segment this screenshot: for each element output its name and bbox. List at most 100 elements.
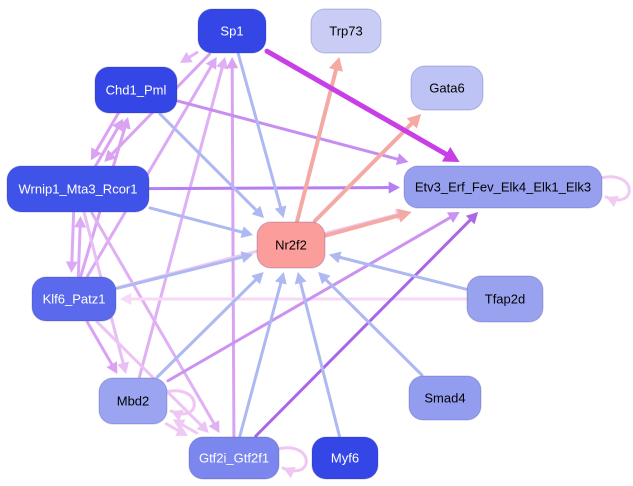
- edge-tfap2d-nr2f2: [334, 254, 468, 291]
- arrowhead: [396, 208, 412, 223]
- arrowhead: [406, 114, 422, 129]
- edge-chd1-etv3: [176, 99, 404, 162]
- arrowhead: [329, 251, 342, 264]
- arrowhead: [90, 147, 102, 161]
- arrowhead: [65, 261, 78, 273]
- node-gata6[interactable]: Gata6: [410, 65, 484, 111]
- arrowhead: [208, 420, 220, 433]
- node-trp73[interactable]: Trp73: [310, 8, 382, 54]
- edge-wrnip1-nr2f2: [148, 206, 248, 235]
- arrowhead: [216, 57, 228, 70]
- arrowhead: [118, 117, 131, 130]
- arrowhead: [172, 419, 186, 431]
- edge-klf6-mbd2: [85, 320, 116, 370]
- arrowhead: [104, 149, 117, 162]
- edge-mbd2-etv3: [166, 213, 456, 383]
- node-label-klf6: Klf6_Patz1: [43, 292, 106, 307]
- arrowhead: [106, 361, 118, 374]
- node-label-trp73: Trp73: [329, 24, 362, 39]
- arrowhead: [275, 272, 287, 285]
- edge-chd1-nr2f2: [158, 112, 261, 215]
- node-label-chd1: Chd1_Pml: [106, 83, 167, 98]
- node-label-nr2f2: Nr2f2: [275, 238, 307, 253]
- node-label-sp1: Sp1: [220, 24, 243, 39]
- arrowhead: [465, 212, 479, 225]
- node-label-gtf2i: Gtf2i_Gtf2f1: [199, 451, 269, 466]
- node-label-etv3: Etv3_Erf_Fev_Elk4_Elk1_Elk3: [415, 180, 591, 195]
- node-klf6[interactable]: Klf6_Patz1: [31, 276, 117, 322]
- arrowhead: [395, 153, 409, 165]
- edge-mbd2-nr2f2: [155, 275, 261, 379]
- arrowhead: [196, 420, 209, 433]
- edge-mbd2-sp1: [137, 62, 225, 379]
- node-label-gata6: Gata6: [429, 81, 464, 96]
- arrowhead: [294, 272, 307, 285]
- arrowhead: [205, 57, 217, 70]
- node-smad4[interactable]: Smad4: [408, 375, 482, 421]
- edge-wrnip1-chd1: [93, 123, 122, 169]
- arrowhead: [251, 272, 264, 285]
- node-box-etv3[interactable]: [403, 165, 603, 209]
- edge-gtf2i-sp1: [230, 62, 236, 438]
- arrowhead: [441, 147, 460, 162]
- node-wrnip1[interactable]: Wrnip1_Mta3_Rcor1: [6, 165, 150, 213]
- node-label-tfap2d: Tfap2d: [485, 292, 525, 307]
- arrowhead: [388, 181, 400, 194]
- node-tfap2d[interactable]: Tfap2d: [466, 275, 544, 323]
- edge-smad4-nr2f2: [321, 275, 424, 377]
- node-label-wrnip1: Wrnip1_Mta3_Rcor1: [19, 182, 138, 197]
- node-label-smad4: Smad4: [424, 391, 465, 406]
- arrowhead: [251, 205, 264, 218]
- node-box-gata6[interactable]: [410, 65, 484, 111]
- node-gtf2i[interactable]: Gtf2i_Gtf2f1: [188, 436, 280, 480]
- node-myf6[interactable]: Myf6: [311, 436, 379, 480]
- node-box-tfap2d[interactable]: [466, 275, 544, 323]
- node-box-sp1[interactable]: [197, 8, 267, 54]
- node-box-wrnip1[interactable]: [6, 165, 150, 213]
- edge-klf6-gtf2i: [95, 320, 206, 430]
- edge-wrnip1-etv3: [148, 186, 395, 191]
- node-box-trp73[interactable]: [310, 8, 382, 54]
- node-box-mbd2[interactable]: [98, 377, 168, 425]
- node-label-myf6: Myf6: [331, 451, 359, 466]
- node-box-klf6[interactable]: [31, 276, 117, 322]
- arrowhead: [446, 212, 460, 223]
- edge-nr2f2-etv3: [324, 212, 406, 238]
- arrowhead: [117, 361, 130, 374]
- arrowhead: [240, 251, 253, 264]
- arrowhead: [283, 466, 296, 479]
- node-box-myf6[interactable]: [311, 436, 379, 480]
- node-chd1[interactable]: Chd1_Pml: [94, 66, 178, 114]
- edge-sp1-etv3: [264, 48, 455, 160]
- edge-nr2f2-trp73: [295, 62, 340, 223]
- edge-myf6-nr2f2: [298, 277, 341, 438]
- arrowhead: [74, 216, 87, 228]
- arrowhead: [240, 226, 253, 238]
- edge-klf6-wrnip1: [76, 221, 82, 278]
- arrowhead: [175, 425, 188, 437]
- edge-gtf2i-etv3: [254, 215, 475, 438]
- edge-chd1-wrnip1: [92, 110, 121, 156]
- node-label-mbd2: Mbd2: [117, 394, 150, 409]
- node-box-nr2f2[interactable]: [256, 221, 326, 269]
- node-nr2f2[interactable]: Nr2f2: [256, 221, 326, 269]
- arrowhead: [120, 292, 132, 306]
- node-box-gtf2i[interactable]: [188, 436, 280, 480]
- arrowhead: [226, 57, 239, 69]
- arrowhead: [171, 409, 184, 422]
- node-mbd2[interactable]: Mbd2: [98, 377, 168, 425]
- arrowhead: [112, 118, 124, 132]
- edge-gtf2i-nr2f2: [238, 277, 284, 438]
- node-box-smad4[interactable]: [408, 375, 482, 421]
- edge-wrnip1-gtf2i: [90, 211, 218, 429]
- edge-klf6-nr2f2: [115, 254, 248, 290]
- edge-nr2f2-gata6: [312, 117, 418, 223]
- arrowhead: [274, 205, 287, 218]
- node-etv3[interactable]: Etv3_Erf_Fev_Elk4_Elk1_Elk3: [403, 165, 603, 209]
- node-box-chd1[interactable]: [94, 66, 178, 114]
- arrowhead: [606, 195, 619, 208]
- node-sp1[interactable]: Sp1: [197, 8, 267, 54]
- edge-wrnip1-klf6: [70, 211, 76, 268]
